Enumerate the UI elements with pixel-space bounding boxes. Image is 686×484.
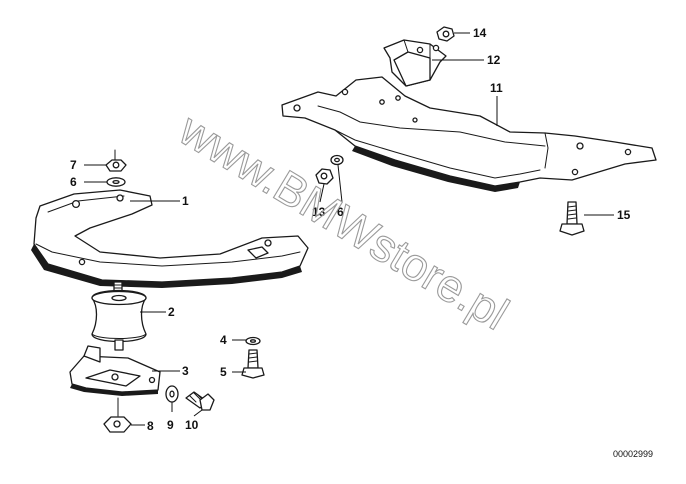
- part-3-lower-bracket: [69, 345, 161, 396]
- reference-number: 00002999: [613, 449, 653, 459]
- part-6-washer-lower: [106, 177, 126, 187]
- callouts: 1 2 3 4 5 6 6 7 8 9 10 11 12 13 14 15: [70, 26, 631, 433]
- leader-lines: [84, 32, 614, 426]
- part-2-rubber-mount: [91, 281, 147, 351]
- callout-10: 10: [185, 418, 199, 432]
- part-11-crossmember: [281, 76, 657, 192]
- part-5-bolt: [241, 349, 265, 379]
- part-9-washer: [165, 385, 179, 403]
- callout-6-lower: 6: [70, 175, 77, 189]
- callout-5: 5: [220, 365, 227, 379]
- part-1-engine-bracket: [31, 189, 309, 288]
- callout-14: 14: [473, 26, 487, 40]
- callout-3: 3: [182, 364, 189, 378]
- part-10-bolt: [185, 391, 215, 411]
- part-8-nut: [103, 397, 132, 433]
- callout-7: 7: [70, 158, 77, 172]
- callout-9: 9: [167, 418, 174, 432]
- part-4-washer: [245, 336, 261, 346]
- callout-15: 15: [617, 208, 631, 222]
- part-14-nut: [436, 26, 455, 42]
- callout-2: 2: [168, 305, 175, 319]
- callout-13: 13: [312, 205, 326, 219]
- part-13-nut: [315, 168, 334, 185]
- callout-11: 11: [490, 81, 503, 95]
- callout-12: 12: [487, 53, 501, 67]
- part-6-washer-upper: [330, 154, 344, 166]
- part-15-bolt: [559, 201, 585, 236]
- callout-1: 1: [182, 194, 189, 208]
- callout-4: 4: [220, 333, 227, 347]
- part-7-nut: [105, 149, 127, 172]
- callout-8: 8: [147, 419, 154, 433]
- callout-6-upper: 6: [337, 205, 344, 219]
- part-12-bracket: [383, 39, 447, 87]
